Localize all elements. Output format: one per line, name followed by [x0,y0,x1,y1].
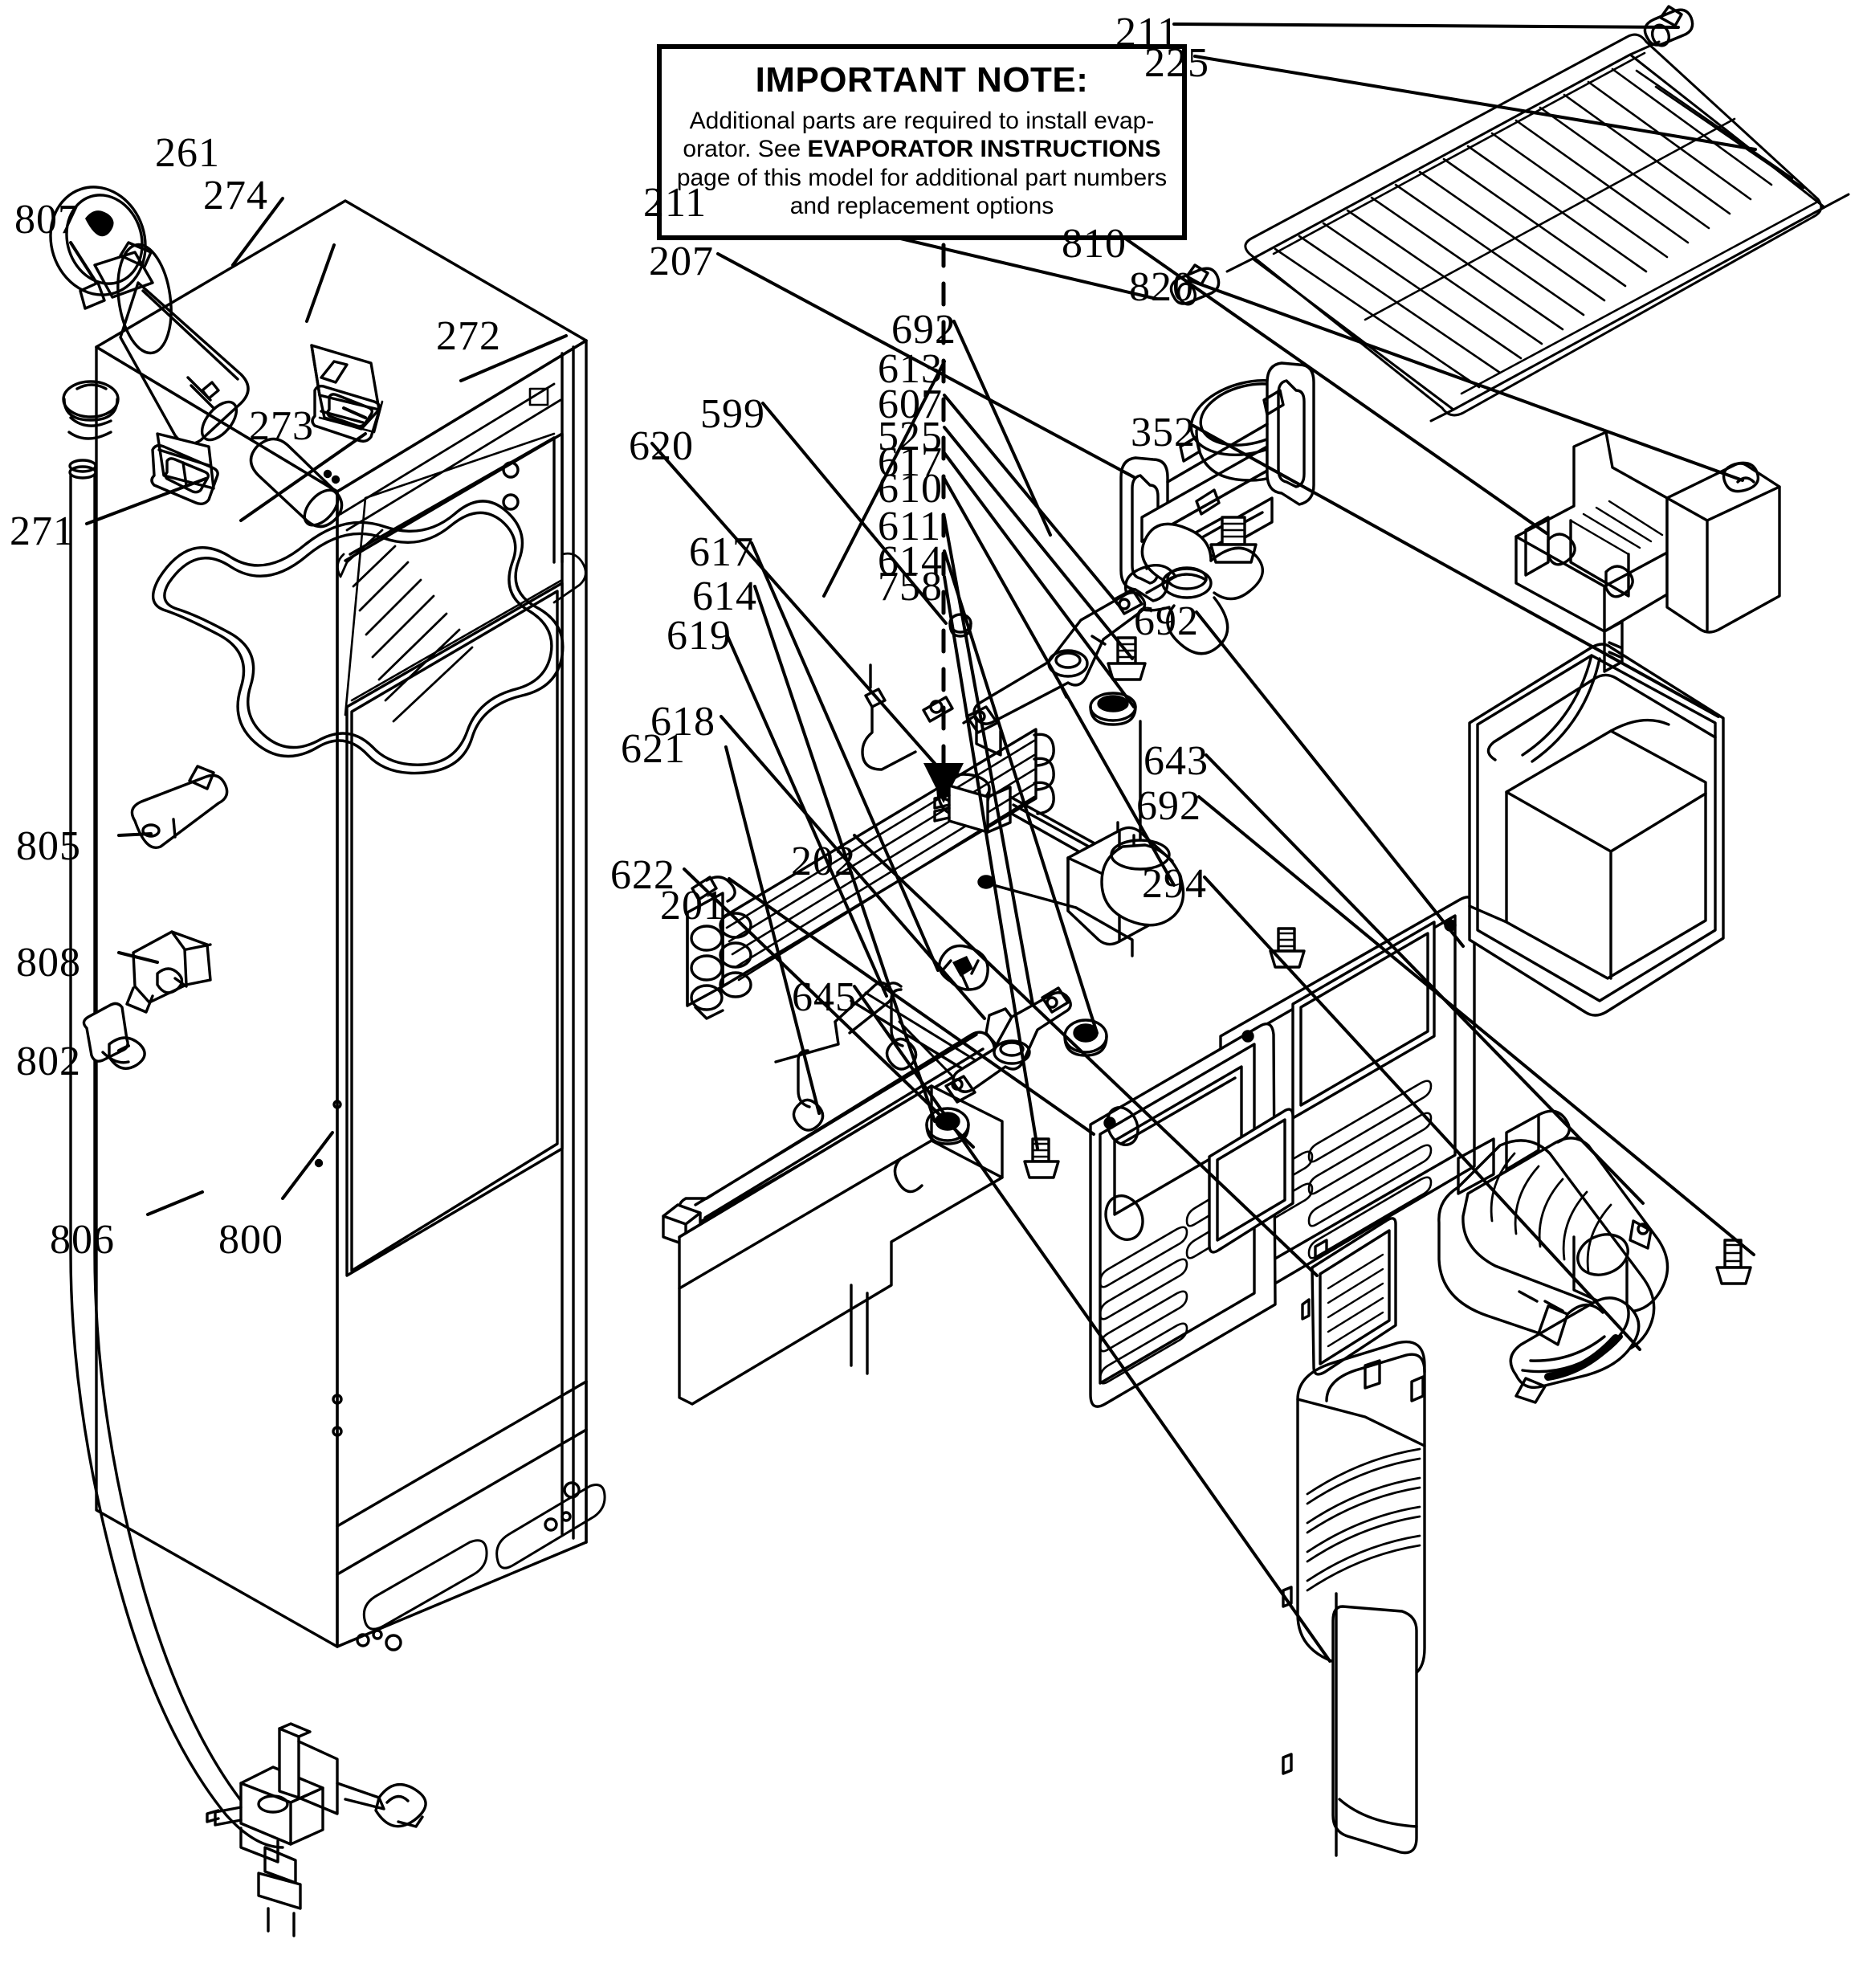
callout-number-610: 610 [878,466,943,512]
note-body: Additional parts are required to install… [676,107,1168,221]
callout-number-607: 607 [878,382,943,427]
callout-number-802: 802 [16,1039,81,1084]
clip-805 [130,765,229,849]
callout-number-617: 617 [689,529,754,575]
callout-number-202: 202 [791,839,856,884]
callout-number-810: 810 [1062,221,1127,267]
note-title: IMPORTANT NOTE: [755,60,1089,100]
cabinet-body [95,199,606,1651]
callout-number-614: 614 [692,574,757,619]
fan-cover-294 [1509,1296,1641,1404]
icemaker-810 [1514,431,1669,673]
callout-number-692: 692 [891,307,956,353]
water-valve-800 [206,1722,427,1937]
callout-number-294: 294 [1142,861,1207,907]
callout-number-806: 806 [50,1217,115,1263]
grommet-617-lower [938,944,989,991]
bolt-692-c [1269,927,1306,969]
callout-number-807: 807 [14,197,79,243]
callout-number-617: 617 [878,439,943,485]
callout-number-201: 201 [660,883,725,929]
callout-number-274: 274 [203,173,268,218]
bushing-614-right [1063,1018,1108,1057]
callout-number-692: 692 [1134,598,1199,644]
note-line-4: and replacement options [789,193,1054,220]
callout-number-622: 622 [610,852,675,898]
callout-number-261: 261 [155,130,220,176]
shelf-clip-211-right [1643,5,1694,47]
callout-number-621: 621 [621,726,686,772]
duct-window-middle [1208,1108,1294,1254]
callout-number-614: 614 [878,538,943,584]
note-line-1: Additional parts are required to install… [689,108,1155,134]
fill-tube-assembly [49,186,344,529]
callout-number-211: 211 [643,180,707,226]
callout-number-805: 805 [16,823,81,869]
callout-number-271: 271 [10,508,75,554]
callout-number-613: 613 [878,346,943,392]
callout-number-525: 525 [878,414,943,459]
callout-number-207: 207 [649,239,714,284]
callout-number-618: 618 [650,699,715,745]
callout-number-611: 611 [878,504,942,549]
callout-number-272: 272 [436,313,501,359]
callout-number-225: 225 [1144,40,1209,86]
important-note-box: IMPORTANT NOTE: Additional parts are req… [657,44,1193,247]
note-line-2: orator. See EVAPORATOR INSTRUCTIONS [676,135,1168,163]
callout-number-352: 352 [1131,410,1196,455]
callout-number-692: 692 [1136,783,1201,829]
duct-cover-645 [1282,1340,1426,1857]
callout-number-273: 273 [249,403,314,449]
motor-bracket-607 [965,588,1147,757]
clip-802 [82,1002,146,1070]
callout-number-599: 599 [700,391,765,437]
evaporator-assembly [686,663,1068,1020]
callout-number-645: 645 [792,974,857,1020]
air-duct-panel-front-201 [1089,1023,1277,1408]
wire-shelf-225 [1225,33,1850,423]
callout-number-643: 643 [1143,738,1209,784]
note-line-2-prefix: orator. See [683,136,808,163]
icemaker-module-820 [1665,461,1781,634]
callout-number-758: 758 [878,564,943,610]
crisper-pan-352 [1468,643,1725,1017]
callout-number-619: 619 [667,613,732,659]
upper-coil [336,382,587,723]
note-line-2-emphasis: EVAPORATOR INSTRUCTIONS [807,136,1161,163]
callout-number-808: 808 [16,940,81,986]
wiring-harness [150,344,565,775]
drip-pan-622 [678,1084,1004,1406]
callout-number-620: 620 [629,423,694,469]
fan-blade-613 [1123,522,1264,655]
note-line-3: page of this model for additional part n… [676,164,1168,191]
screw-758 [1023,1137,1060,1179]
callout-number-800: 800 [218,1217,283,1263]
down-arrow-icon [923,763,964,803]
callout-number-820: 820 [1129,264,1194,310]
motor-mount-611 [944,986,1072,1104]
callout-number-211: 211 [1115,10,1180,55]
clip-808 [125,930,212,1014]
